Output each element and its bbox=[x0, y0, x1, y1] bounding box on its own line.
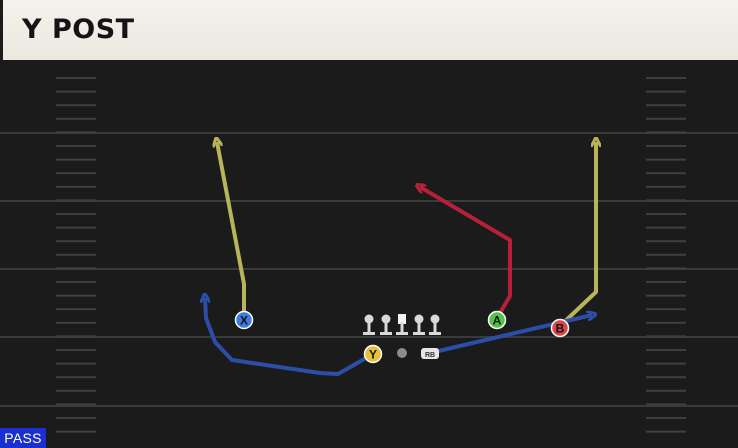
lineman-icon bbox=[413, 314, 425, 335]
x-button-icon: X bbox=[234, 310, 254, 330]
play-header: Y POST bbox=[3, 0, 738, 60]
quarterback-dot-icon bbox=[397, 348, 407, 358]
x-route bbox=[217, 142, 246, 318]
play-diagram: RB X A B Y bbox=[0, 60, 738, 448]
hash-marks bbox=[56, 77, 686, 433]
y-route bbox=[205, 298, 374, 376]
receiver-label: X bbox=[240, 314, 248, 328]
play-type-badge: PASS bbox=[0, 428, 46, 448]
lineman-icon bbox=[429, 314, 441, 335]
a-route bbox=[420, 187, 512, 320]
receivers: X A B Y bbox=[234, 310, 570, 364]
receiver-label: A bbox=[493, 314, 502, 328]
play-header-background bbox=[3, 0, 738, 60]
y-button-icon: Y bbox=[363, 344, 383, 364]
field-turf bbox=[0, 60, 738, 448]
receiver-label: B bbox=[556, 322, 565, 336]
rb-label: RB bbox=[425, 352, 435, 359]
offensive-line bbox=[363, 314, 441, 335]
play-field: RB X A B Y bbox=[0, 60, 738, 448]
yard-lines bbox=[0, 132, 738, 407]
running-back-icon: RB bbox=[421, 348, 439, 359]
b-route bbox=[558, 142, 596, 328]
center-lineman-icon bbox=[396, 314, 408, 335]
lineman-icon bbox=[380, 314, 392, 335]
b-button-icon: B bbox=[550, 318, 570, 338]
lineman-icon bbox=[363, 314, 375, 335]
receiver-label: Y bbox=[369, 348, 377, 362]
play-title: Y POST bbox=[22, 14, 135, 45]
a-button-icon: A bbox=[487, 310, 507, 330]
